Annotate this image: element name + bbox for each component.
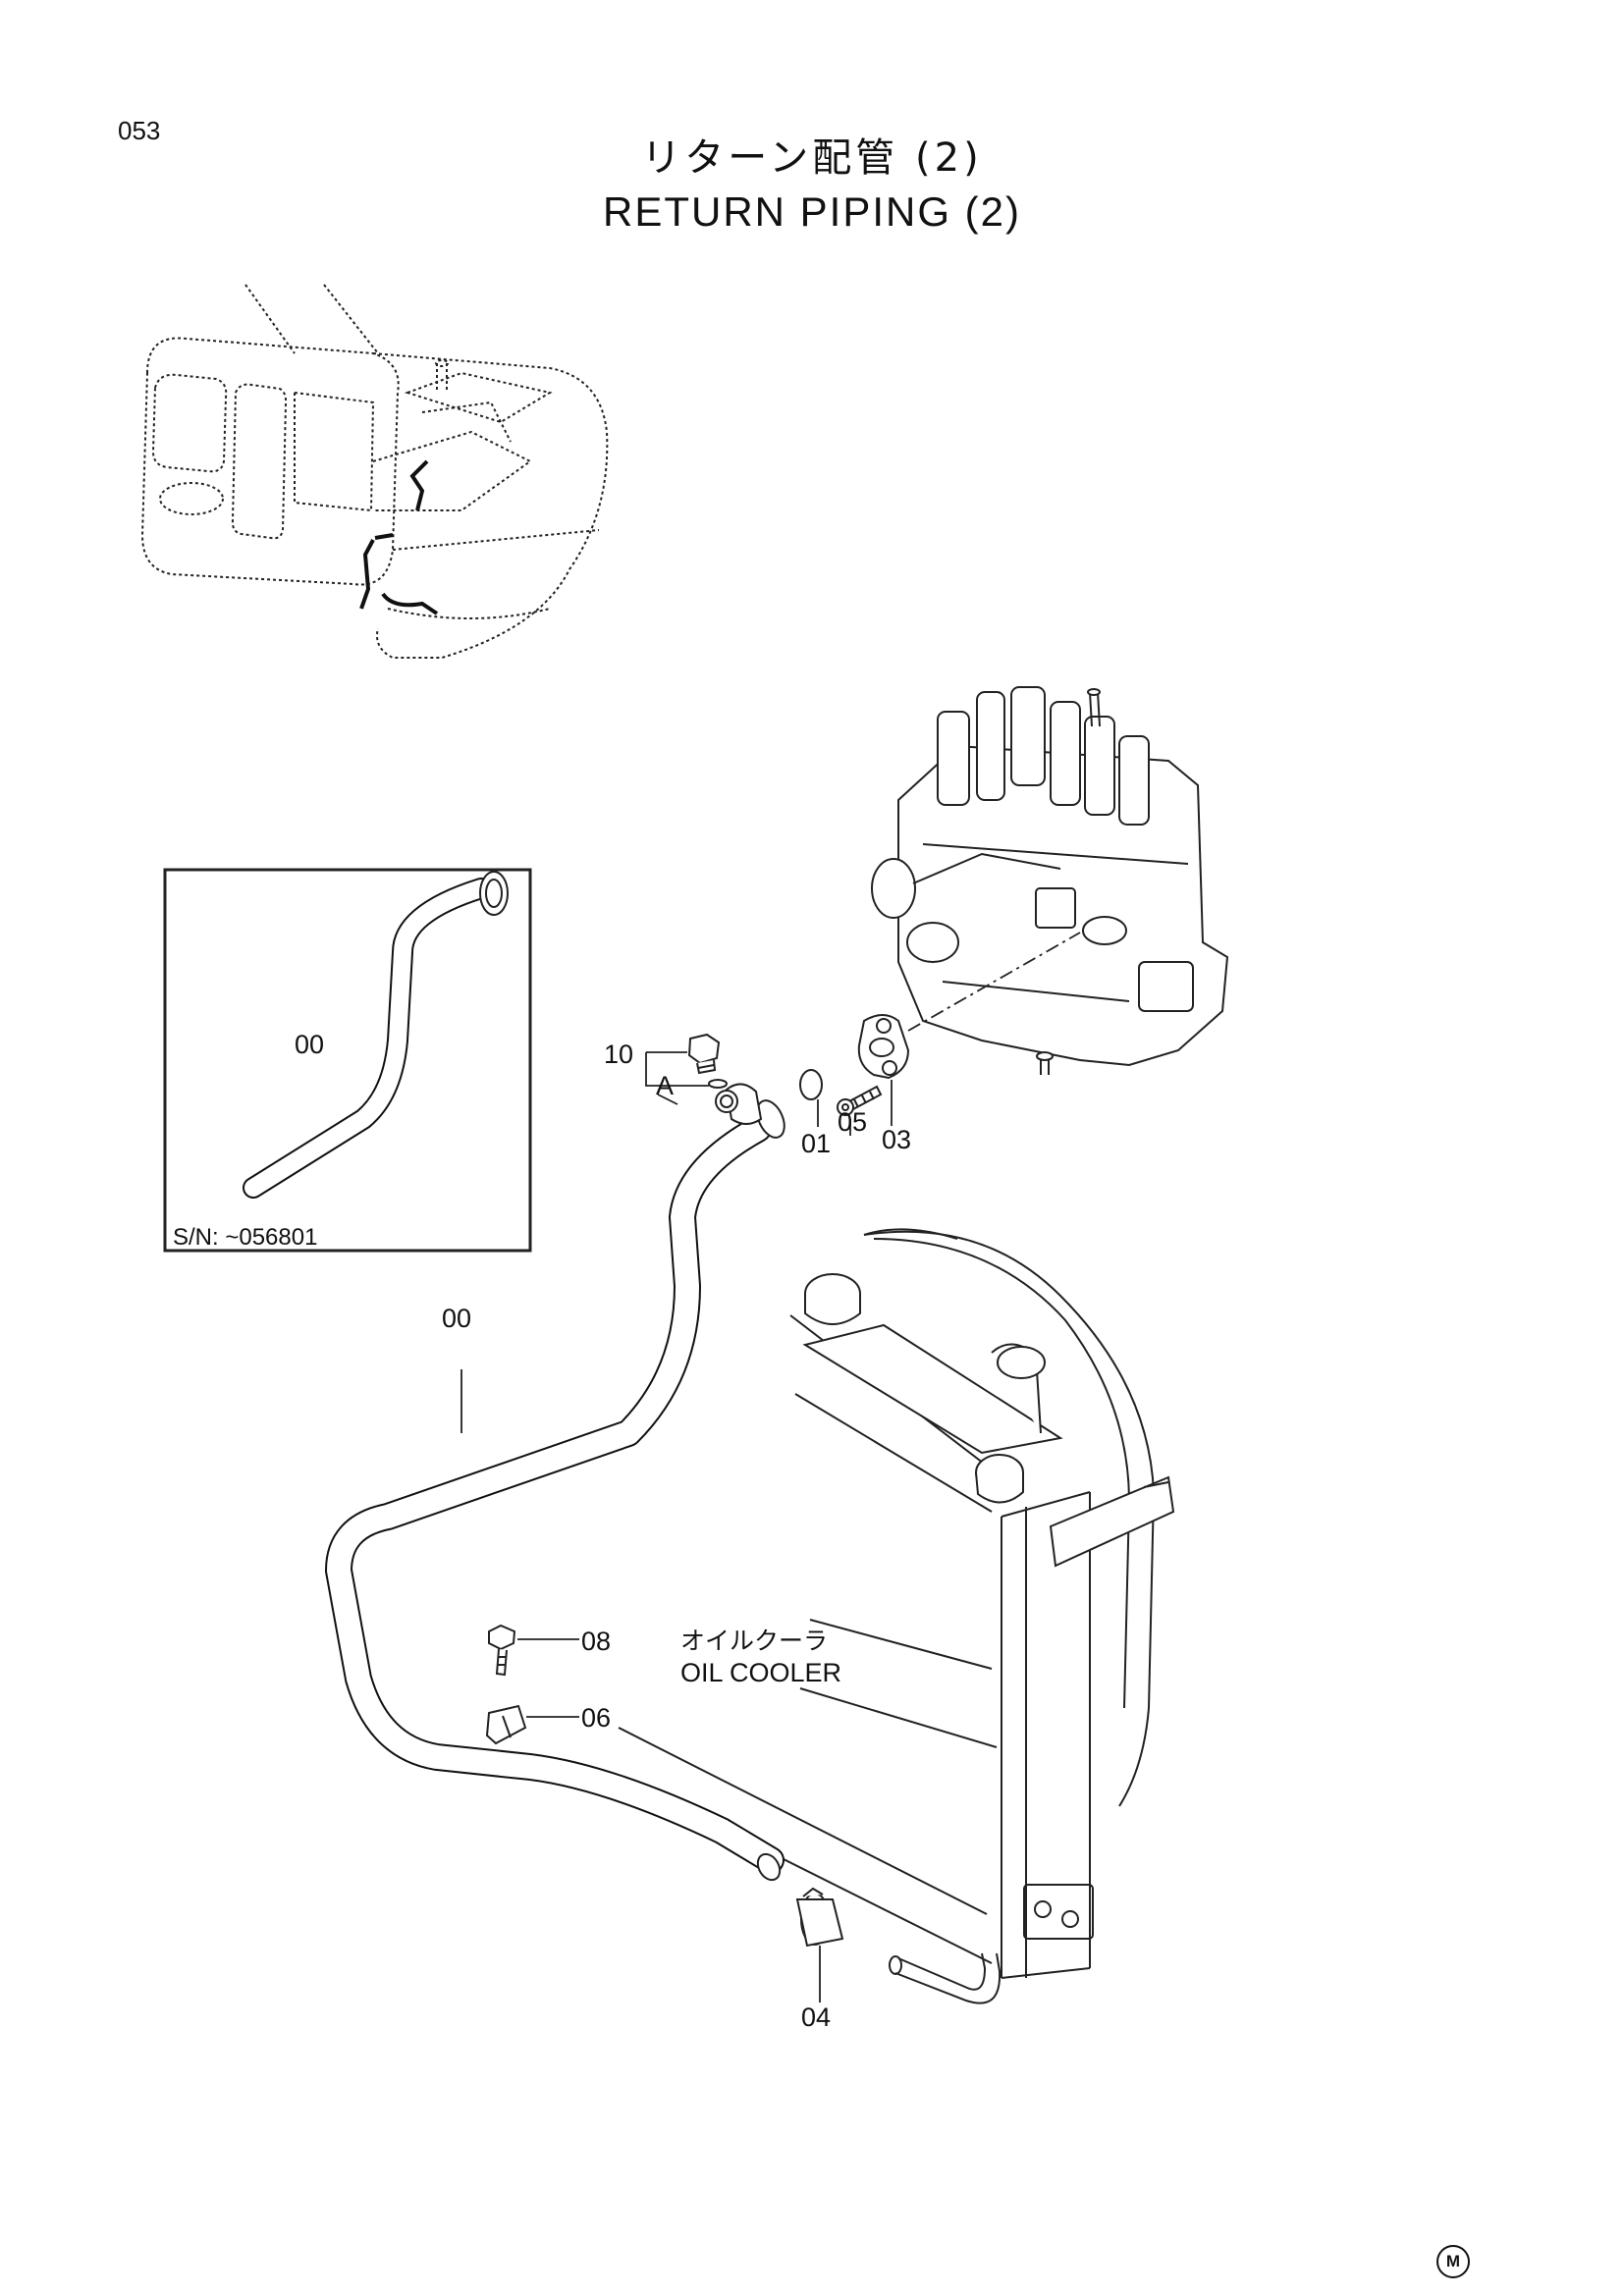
- page-number: 053: [118, 116, 161, 145]
- inset-serial-note: S/N: ~056801: [173, 1224, 317, 1251]
- serial-number-inset: [163, 868, 532, 1253]
- callout-05: 05: [838, 1107, 867, 1137]
- split-flange-03: [857, 1014, 910, 1080]
- page-title-english: RETURN PIPING (2): [602, 188, 1022, 235]
- page-title-japanese: リターン配管 (2): [641, 135, 983, 181]
- inset-part-label: 00: [295, 1030, 324, 1059]
- bolt-08: [488, 1624, 516, 1677]
- oil-cooler-label-english: OIL COOLER: [680, 1658, 841, 1687]
- clamp-06: [485, 1704, 527, 1745]
- o-ring-01: [799, 1069, 823, 1100]
- hose-clamp-04: [795, 1887, 844, 1948]
- callout-01: 01: [801, 1129, 831, 1158]
- oil-cooler-label-japanese: オイルクーラ: [680, 1627, 828, 1655]
- valve-port-centerline: [907, 932, 1081, 1032]
- excavator-overview-return-lines: [359, 459, 439, 615]
- callout-04: 04: [801, 2002, 831, 2032]
- bolt-05: [837, 1085, 883, 1116]
- callout-00: 00: [442, 1304, 471, 1333]
- detail-label-a: A: [656, 1071, 674, 1100]
- o-ring-a: [708, 1079, 728, 1089]
- return-pipe-end-fittings: [715, 1083, 785, 1882]
- oil-cooler-outlet-tube: [889, 1952, 1001, 2004]
- oil-cooler-illustration: [618, 1228, 1175, 1979]
- plug-10: [687, 1033, 721, 1075]
- oil-cooler-upper-tank: [802, 1273, 1063, 1504]
- callout-08: 08: [581, 1627, 611, 1656]
- excavator-overview-illustration: [140, 284, 609, 659]
- callout-03: 03: [882, 1125, 911, 1154]
- callout-10: 10: [604, 1040, 633, 1069]
- return-pipe-00: [325, 1115, 785, 1874]
- control-valve-illustration: [871, 686, 1229, 1075]
- corner-registered-mark: M: [1436, 2245, 1470, 2278]
- callout-06: 06: [581, 1703, 611, 1733]
